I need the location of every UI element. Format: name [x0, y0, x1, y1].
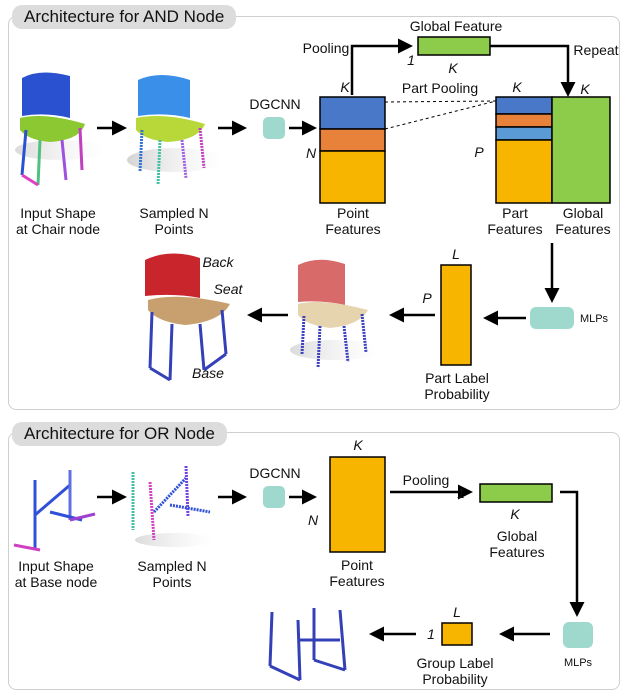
or-panel-title: Architecture for OR Node [12, 422, 227, 446]
sampled-chair-points [127, 75, 223, 186]
and-label-dim-l: L [452, 246, 460, 262]
and-global-repeat-dim-k: K [580, 81, 590, 97]
and-dgcnn-label: DGCNN [249, 96, 301, 112]
and-point-dim-n: N [305, 145, 317, 161]
and-global-feature-label: Global Feature [409, 18, 503, 34]
and-part-pooling-label: Part Pooling [401, 80, 479, 96]
and-part-dim-k: K [512, 79, 522, 95]
or-point-dim-k: K [353, 437, 363, 453]
and-part-label-probability-bar [440, 264, 472, 366]
part-label-base: Base [192, 365, 224, 381]
and-global-feature-bar [417, 36, 491, 56]
and-part-features-block [495, 96, 553, 204]
segmented-chair-image [145, 253, 230, 382]
and-part-dim-p: P [474, 144, 484, 160]
and-dgcnn-block [263, 117, 285, 139]
or-mlps-block [563, 622, 593, 648]
and-mlps-block [530, 307, 574, 329]
predicted-chair-points [290, 259, 380, 369]
input-chair-image [15, 72, 105, 187]
or-global-dim-1: 1 [457, 485, 465, 501]
and-pooling-label: Pooling [302, 40, 350, 56]
or-dgcnn-block [263, 486, 285, 508]
input-base-image [12, 470, 96, 552]
and-mlps-label: MLPs [579, 313, 609, 325]
or-point-features-block [329, 456, 386, 553]
and-global-dim-k: K [448, 60, 458, 76]
or-dgcnn-label: DGCNN [249, 465, 301, 481]
and-panel-title: Architecture for AND Node [12, 5, 237, 29]
or-global-dim-k: K [510, 506, 520, 522]
sampled-base-points [131, 465, 215, 547]
and-point-dim-k: K [340, 79, 350, 95]
or-pooling-label: Pooling [402, 472, 450, 488]
or-mlps-label: MLPs [563, 657, 593, 669]
and-label-dim-p: P [422, 290, 432, 306]
part-label-back: Back [202, 254, 234, 270]
or-global-features-bar [479, 483, 553, 503]
and-point-features-block [319, 96, 386, 204]
part-label-seat: Seat [213, 281, 243, 297]
or-label-dim-1: 1 [427, 626, 435, 642]
and-repeated-global-features-block [551, 96, 611, 204]
or-label-dim-l: L [453, 604, 461, 620]
or-group-label-probability-bar [441, 622, 473, 646]
and-repeat-label: Repeat [573, 42, 619, 58]
or-point-dim-n: N [307, 512, 319, 528]
and-global-dim-1: 1 [407, 52, 415, 68]
grouped-base-image [268, 608, 347, 682]
